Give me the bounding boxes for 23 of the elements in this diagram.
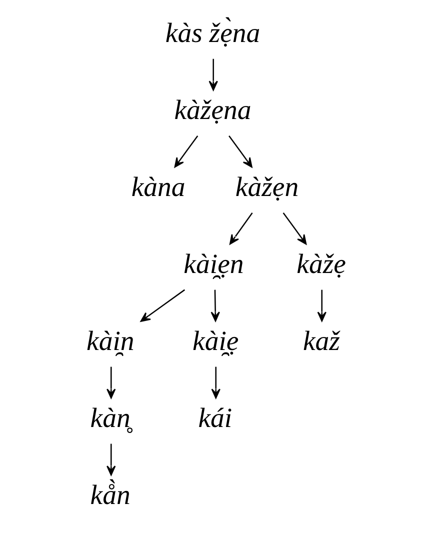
arrow — [210, 366, 220, 399]
node-text: kàžẹn — [234, 172, 298, 203]
arrow — [282, 212, 306, 245]
arrow — [228, 135, 252, 168]
node-text: kàžẹna — [174, 94, 251, 126]
node-text: kaž — [302, 326, 340, 357]
node-text: kàn̥ — [90, 402, 130, 434]
arrow — [316, 290, 326, 322]
arrow — [210, 290, 220, 322]
node-text: kå̀n — [90, 480, 130, 511]
node-text: kái — [198, 402, 232, 434]
arrow — [140, 289, 185, 322]
node-text: kài̯ẹn — [183, 248, 244, 280]
arrow — [208, 58, 218, 91]
node-text: kài̯ẹ — [192, 326, 238, 357]
arrow — [228, 212, 252, 245]
arrow — [174, 135, 198, 168]
node-text: kài̯n — [86, 326, 134, 357]
node-text: kàžẹ — [296, 248, 346, 280]
arrow — [106, 444, 116, 476]
arrow — [106, 366, 116, 399]
node-text: kàna — [130, 172, 185, 203]
node-text: kàs žẹ̀na — [164, 18, 260, 49]
